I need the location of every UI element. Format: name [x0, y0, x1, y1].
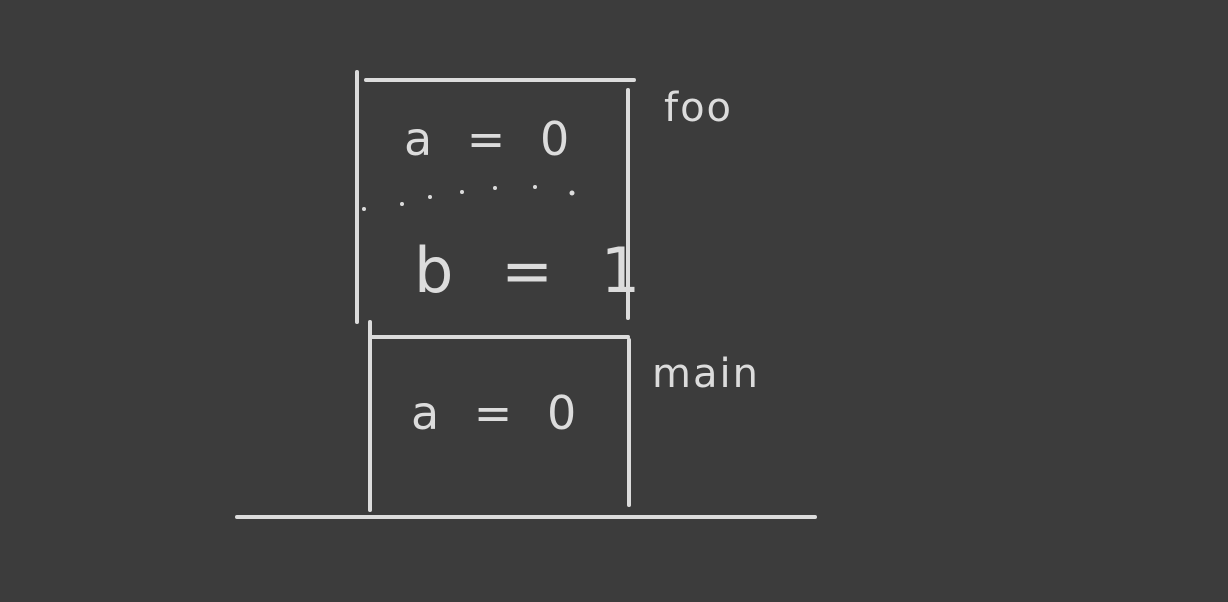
frame-label-main: main	[652, 351, 760, 397]
frame-label-foo: foo	[664, 85, 734, 131]
stack-frame-main-box	[368, 320, 631, 512]
foo-variable-b: b = 1	[414, 234, 655, 307]
main-variable-a: a = 0	[411, 386, 587, 440]
dotted-separator	[362, 185, 575, 211]
stack-frame-foo-box	[355, 70, 636, 324]
foo-variable-a: a = 0	[404, 112, 580, 166]
